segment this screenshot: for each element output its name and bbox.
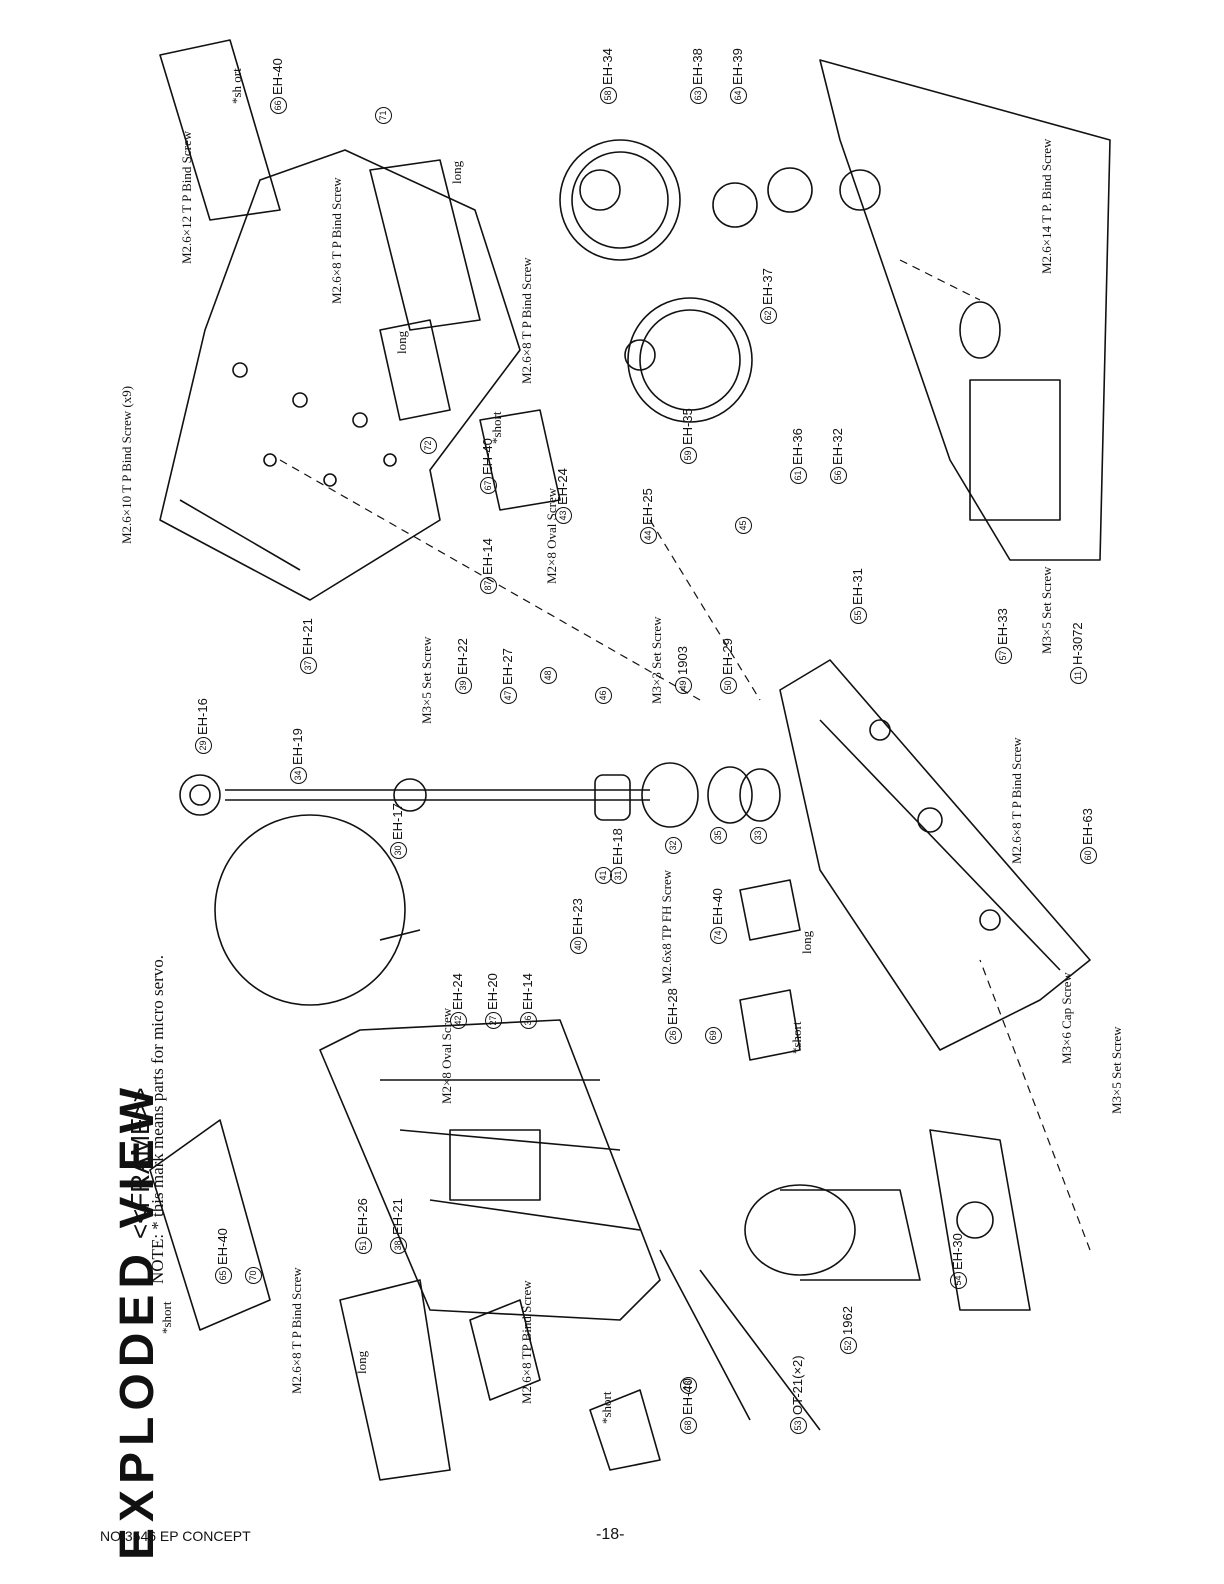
label-56: 56EH-32 [830,428,847,484]
label-49a: 491903 [675,646,692,694]
screw-callout-4: M3×5 Set Screw [419,636,434,725]
label-61: 61EH-36 [790,428,807,484]
screw-callout-6: M3×6 Cap Screw [1059,972,1074,1064]
mark-long-2: long [799,930,814,954]
label-70: 70 [245,1265,262,1284]
label-38: 38EH-21 [390,1198,407,1254]
inset-circle [214,814,421,1006]
label-87: 87EH-14 [480,538,497,594]
label-44: 44EH-25 [640,488,657,544]
mark-short-2: *short [599,1391,614,1425]
label-69: 69 [705,1025,722,1044]
motor [659,1184,921,1431]
screw-callout-13: M2.6×8 T P Bind Screw [329,177,344,304]
label-51: 51EH-26 [355,1198,372,1254]
screw-callout-15: M2.6×14 T P. Bind Screw [1039,138,1054,274]
label-36: 36EH-14 [520,973,537,1029]
base-plate [779,659,1091,1051]
label-31: 31EH-18 [610,828,627,884]
label-34: 34EH-19 [290,728,307,784]
label-47: 47EH-27 [500,648,517,704]
label-58: 58EH-34 [600,48,617,104]
label-33: 33 [750,825,767,844]
label-59: 59EH-35 [680,408,697,464]
screw-callout-2: M2.6×8 TP Bind Screw [519,1280,534,1404]
screw-callout-3: M2×8 Oval Screw [439,1007,454,1104]
label-68: 68EH-40 [680,1378,697,1434]
screw-callout-10: M2.6×10 T P Bind Screw (x9) [119,385,134,544]
brackets-left [149,1119,661,1481]
label-45: 45 [735,515,752,534]
screw-callout-1: M2.6×8 T P Bind Screw [289,1267,304,1394]
label-64: 64EH-39 [730,48,747,104]
mark-short-long: *sh ort [229,68,244,104]
mark-long-3: long [394,330,409,354]
lower-left-chassis [319,1019,661,1321]
brackets-right [159,39,801,1061]
screw-callout-5: M2.6x8 TP FH Screw [659,869,674,984]
mark-long-4: long [449,160,464,184]
label-39: 39EH-22 [455,638,472,694]
label-60: 60EH-63 [1080,808,1097,864]
label-71: 71 [375,105,392,124]
label-57: 57EH-33 [995,608,1012,664]
mark-short-3: *short [789,1021,804,1055]
label-55: 55EH-31 [850,568,867,624]
label-65: 65EH-40 [215,1228,232,1284]
motor-plate [929,1129,1031,1311]
label-37: 37EH-21 [300,618,317,674]
label-30: 30EH-17 [390,803,407,859]
label-50: 50EH-29 [720,638,737,694]
label-72: 72 [420,435,437,454]
label-54: 54EH-30 [950,1233,967,1289]
label-66: 66EH-40 [270,58,287,114]
footer-page: -18- [596,1526,625,1543]
label-35: 35 [710,825,727,844]
label-29: 29EH-16 [195,698,212,754]
mark-short-1: *short [159,1301,174,1335]
note-text: NOTE: * this mark means parts for micro … [148,954,167,1284]
label-27: 27EH-20 [485,973,502,1029]
screw-callout-8: M2.6×8 T P Bind Screw [1009,737,1024,864]
label-48: 48 [540,665,557,684]
label-40: 40EH-23 [570,898,587,954]
mark-long-1: long [354,1350,369,1374]
label-53: 53OT-21(×2) [790,1355,807,1434]
label-52: 521962 [840,1306,857,1354]
label-11: 11H-3072 [1070,622,1087,684]
spur-gears [559,139,881,423]
screw-callout-14: M2.6×12 T P Bind Screw [179,130,194,264]
label-67: 67EH-40 [480,438,497,494]
label-74: 74EH-40 [710,888,727,944]
screw-callout-12: M2.6×8 T P Bind Screw [519,257,534,384]
footer-model: NO.3546 EP CONCEPT [100,1528,251,1544]
screw-callout-11: M2×8 Oval Screw [544,487,559,584]
label-26: 26EH-28 [665,988,682,1044]
main-shaft [179,762,781,828]
label-46: 46 [595,685,612,704]
label-32: 32 [665,835,682,854]
right-side-plate [819,59,1111,561]
assembly-guides [279,259,1091,1251]
mark-short-4: *short [489,411,504,445]
screw-callout-9: M3×3 Set Screw [649,616,664,705]
screw-callout-7: M3×5 Set Screw [1109,1026,1124,1115]
label-63: 63EH-38 [690,48,707,104]
upper-chassis-plate [159,149,521,601]
screw-callout-16: M3×5 Set Screw [1039,566,1054,655]
label-62: 62EH-37 [760,268,777,324]
